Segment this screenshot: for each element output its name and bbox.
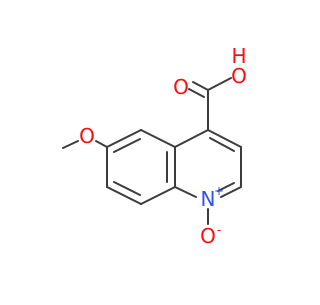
bond-c5-c6: [106, 129, 142, 148]
bond-cooh-o-double-a: [192, 81, 209, 91]
bond-c4-c3: [207, 129, 242, 148]
bond-c8-c8a: [140, 186, 176, 205]
oxide-negative-charge: -: [217, 223, 221, 237]
bond-c6-ome: [95, 140, 108, 148]
molecule-diagram: O H O O N O + -: [62, 44, 247, 248]
bond-c4-c4a: [174, 129, 209, 148]
bond-c4a-c5: [140, 129, 176, 148]
ring-nitrogen-label: N: [201, 187, 216, 211]
nitrogen-positive-charge: +: [214, 184, 224, 198]
bond-cooh-oh: [207, 77, 232, 91]
bond-c7-c8: [106, 186, 142, 205]
oxide-oxygen-label: O: [200, 224, 216, 248]
bond-c2-n1: [220, 186, 242, 198]
bond-c7-c8-inner: [113, 181, 141, 196]
bond-c2-n1-inner: [217, 182, 235, 192]
structure-canvas: O H O O N O + -: [62, 44, 247, 248]
bond-n1-c8a: [174, 186, 197, 198]
atom-labels: O H O O N O: [79, 44, 247, 248]
hydroxyl-hydrogen-label: H: [231, 44, 246, 68]
methoxy-oxygen-label: O: [79, 124, 95, 148]
bond-cooh-o-double-b: [188, 88, 205, 98]
carbonyl-oxygen-label: O: [173, 75, 189, 99]
hydroxyl-oxygen-label: O: [231, 64, 247, 88]
bond-ome-ch3: [62, 140, 79, 149]
charge-labels: + -: [214, 184, 224, 237]
bond-c4-c3-inner: [209, 137, 235, 152]
bonds: [62, 77, 242, 225]
bond-c5-c6-inner: [113, 138, 141, 153]
